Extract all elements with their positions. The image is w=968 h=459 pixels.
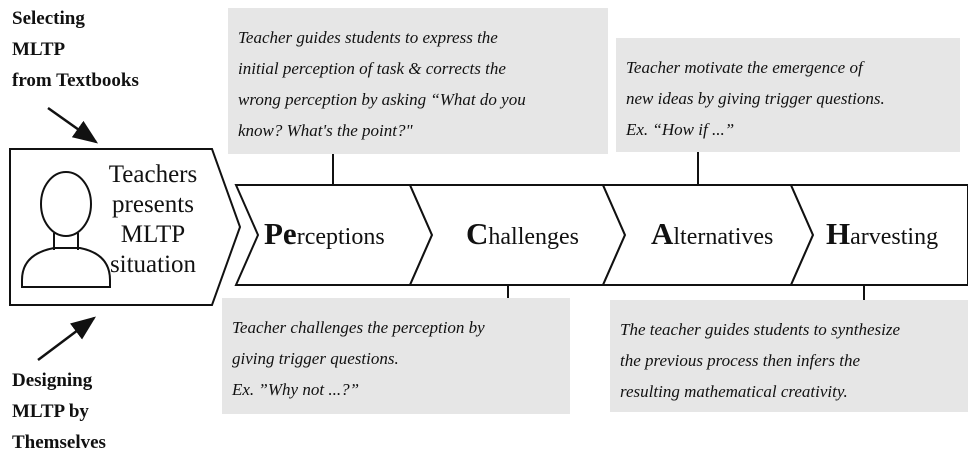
note-line: Teacher challenges the perception by <box>232 318 485 337</box>
note-line: giving trigger questions. <box>232 349 399 368</box>
note-line: Teacher motivate the emergence of <box>626 58 863 77</box>
source-label-themselves: Designing MLTP by Themselves <box>12 365 106 458</box>
stage-perceptions: Perceptions <box>264 216 385 252</box>
note-line: resulting mathematical creativity. <box>620 382 848 401</box>
stage-initial: Pe <box>264 216 297 251</box>
note-harvesting: The teacher guides students to synthesiz… <box>610 300 968 412</box>
note-line: Teacher guides students to express the <box>238 28 498 47</box>
note-line: wrong perception by asking “What do you <box>238 90 526 109</box>
stage-harvesting: Harvesting <box>826 216 938 252</box>
start-block-line: presents <box>112 191 194 218</box>
source-label-line: Selecting <box>12 8 85 29</box>
source-label-line: Themselves <box>12 432 106 453</box>
stage-rest: rceptions <box>296 224 385 250</box>
chevron-harvesting <box>789 184 968 286</box>
note-challenges: Teacher challenges the perception by giv… <box>222 298 570 414</box>
start-block-line: Teachers <box>108 161 198 188</box>
source-label-textbooks: Selecting MLTP from Textbooks <box>12 3 139 96</box>
note-line: initial perception of task & corrects th… <box>238 59 506 78</box>
stage-initial: A <box>651 216 674 251</box>
stage-alternatives: Alternatives <box>651 216 773 252</box>
stage-challenges: Challenges <box>466 216 579 252</box>
note-perceptions: Teacher guides students to express the i… <box>228 8 608 154</box>
note-alternatives: Teacher motivate the emergence of new id… <box>616 38 960 152</box>
note-line: Ex. “How if ...” <box>626 120 735 139</box>
arrow-from-textbooks <box>47 106 99 144</box>
teacher-person-icon <box>21 171 111 288</box>
stage-initial: C <box>466 216 489 251</box>
arrow-from-themselves <box>37 316 96 361</box>
source-label-line: from Textbooks <box>12 70 139 91</box>
start-block-line: situation <box>109 251 197 278</box>
source-label-line: Designing <box>12 370 93 391</box>
stage-rest: hallenges <box>488 224 580 250</box>
stage-rest: arvesting <box>850 224 939 250</box>
note-line: new ideas by giving trigger questions. <box>626 89 885 108</box>
stage-rest: lternatives <box>673 224 774 250</box>
note-line: Ex. ”Why not ...?” <box>232 380 360 399</box>
note-line: the previous process then infers the <box>620 351 861 370</box>
start-block-line: MLTP <box>120 221 186 248</box>
note-line: The teacher guides students to synthesiz… <box>620 320 900 339</box>
note-line: know? What's the point?" <box>238 121 413 140</box>
stage-initial: H <box>826 216 851 251</box>
source-label-line: MLTP by <box>12 401 89 422</box>
source-label-line: MLTP <box>12 39 66 60</box>
start-block-text: Teachers presents MLTP situation <box>86 160 220 280</box>
